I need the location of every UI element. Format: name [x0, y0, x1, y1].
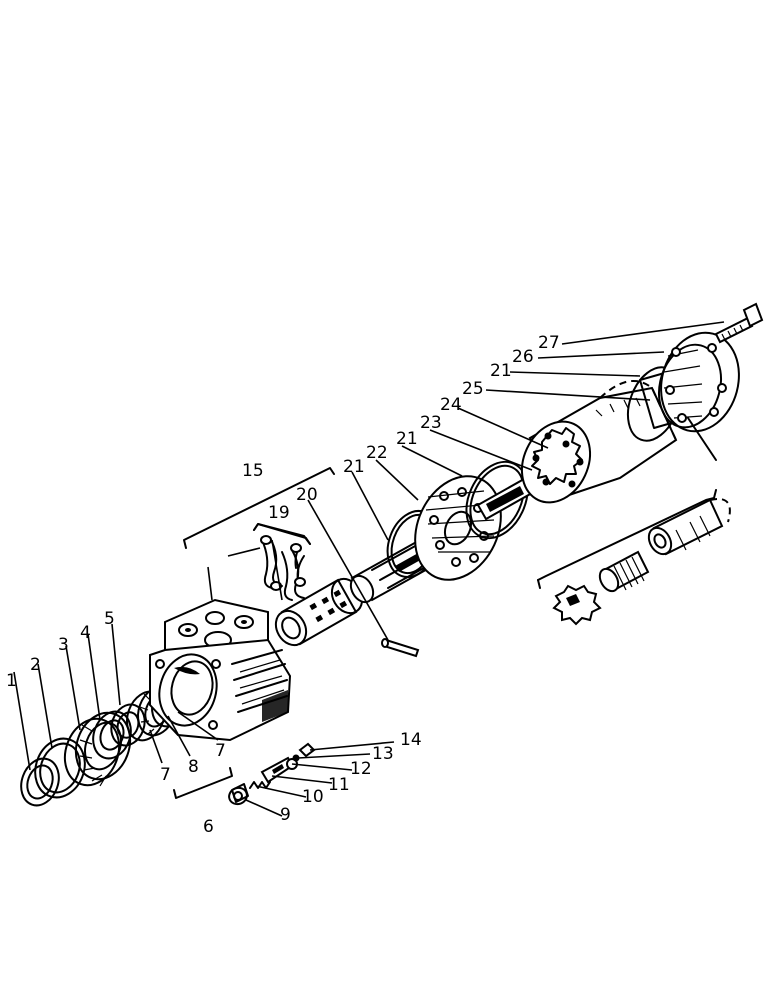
callout-27: 27	[538, 333, 560, 353]
centering-springs-part-19	[253, 523, 311, 601]
pin-part-20	[381, 638, 420, 658]
callout-11: 11	[328, 775, 350, 795]
valve-housing	[149, 598, 292, 742]
gerotor-set-part-24	[520, 379, 678, 504]
callout-26: 26	[512, 347, 534, 367]
spring-part-10	[249, 781, 271, 789]
seal-ring-part-1	[20, 757, 60, 807]
callout-24: 24	[440, 395, 462, 415]
callout-8: 8	[188, 757, 199, 777]
leader-lines	[13, 321, 725, 817]
callout-9: 9	[280, 805, 291, 825]
callout-15: 15	[242, 461, 264, 481]
callout-22: 22	[366, 443, 388, 463]
callout-25: 25	[462, 379, 484, 399]
callout-7b: 7	[215, 741, 226, 761]
callout-23: 23	[420, 413, 442, 433]
callout-13: 13	[372, 744, 394, 764]
callout-6: 6	[203, 817, 214, 837]
callout-21b: 21	[396, 429, 418, 449]
retaining-ring-part-2	[34, 737, 86, 799]
bracket-15	[183, 467, 335, 549]
callout-21a: 21	[343, 457, 365, 477]
callout-12: 12	[350, 759, 372, 779]
callout-1: 1	[6, 671, 17, 691]
ball-part-13	[292, 754, 300, 762]
callout-2: 2	[30, 655, 41, 675]
valve-sleeve-part-15	[274, 577, 364, 647]
distributor-plate-part-22	[414, 475, 502, 581]
washer-part-4	[92, 710, 132, 760]
callout-10: 10	[302, 787, 324, 807]
alternative-parts-group	[537, 489, 731, 626]
bracket-19	[253, 523, 311, 545]
callout-3: 3	[58, 635, 69, 655]
callout-20: 20	[296, 485, 318, 505]
callout-7a: 7	[160, 765, 171, 785]
bracket-24-group	[687, 417, 717, 461]
callout-labels: 1 2 3 4 5 6 7 8 7 9 10 11 12 13 14 15 19…	[6, 333, 560, 837]
callout-19: 19	[268, 503, 290, 523]
callout-21c: 21	[490, 361, 512, 381]
bolt-part-27	[714, 302, 764, 344]
callout-5: 5	[104, 609, 115, 629]
callout-14: 14	[400, 730, 422, 750]
end-cover-part-26	[658, 331, 740, 433]
relief-valve-plug-part-9	[228, 783, 249, 806]
callout-4: 4	[80, 623, 91, 643]
bracket-6	[173, 767, 233, 799]
